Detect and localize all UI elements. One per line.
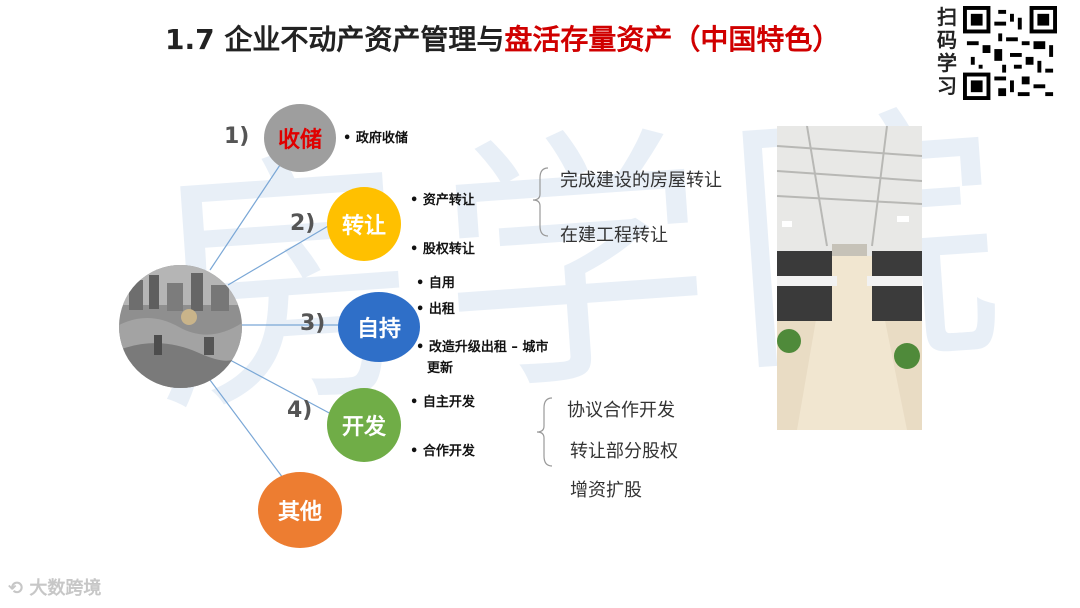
node-number: 4) bbox=[287, 398, 312, 423]
connector-line bbox=[230, 360, 333, 415]
demolition-photo bbox=[119, 265, 242, 388]
connector-line bbox=[228, 222, 335, 285]
logo-icon: ⟲ bbox=[8, 578, 23, 599]
node-hold[interactable]: 自持 bbox=[338, 292, 420, 362]
office-photo bbox=[777, 126, 922, 430]
node-number: 1) bbox=[224, 124, 249, 149]
node-storage[interactable]: 收储 bbox=[264, 104, 336, 172]
develop-detail: 协议合作开发 bbox=[567, 396, 675, 422]
node-other[interactable]: 其他 bbox=[258, 472, 342, 548]
footer-logo: ⟲ 大数跨境 bbox=[8, 574, 101, 600]
footer-text: 大数跨境 bbox=[29, 578, 101, 599]
develop-item: • 自主开发 bbox=[410, 394, 475, 411]
node-number: 2) bbox=[290, 211, 315, 236]
connector-line bbox=[210, 150, 290, 270]
develop-brace bbox=[537, 398, 552, 466]
node-number: 3) bbox=[300, 311, 325, 336]
node-transfer[interactable]: 转让 bbox=[327, 187, 401, 261]
connector-line bbox=[210, 380, 283, 478]
hold-item: • 自用 bbox=[416, 275, 455, 292]
develop-item: • 合作开发 bbox=[410, 443, 475, 460]
storage-item: • 政府收储 bbox=[343, 130, 408, 147]
transfer-detail: 在建工程转让 bbox=[560, 221, 668, 247]
hold-item: 更新 bbox=[427, 360, 453, 377]
hold-item: • 改造升级出租 – 城市 bbox=[416, 339, 548, 356]
hold-item: • 出租 bbox=[416, 301, 455, 318]
node-develop[interactable]: 开发 bbox=[327, 388, 401, 462]
develop-detail: 转让部分股权 bbox=[570, 437, 678, 463]
transfer-brace bbox=[533, 168, 548, 236]
transfer-item: • 股权转让 bbox=[410, 241, 475, 258]
transfer-item: • 资产转让 bbox=[410, 192, 475, 209]
develop-detail: 增资扩股 bbox=[570, 476, 642, 502]
transfer-detail: 完成建设的房屋转让 bbox=[560, 166, 722, 192]
